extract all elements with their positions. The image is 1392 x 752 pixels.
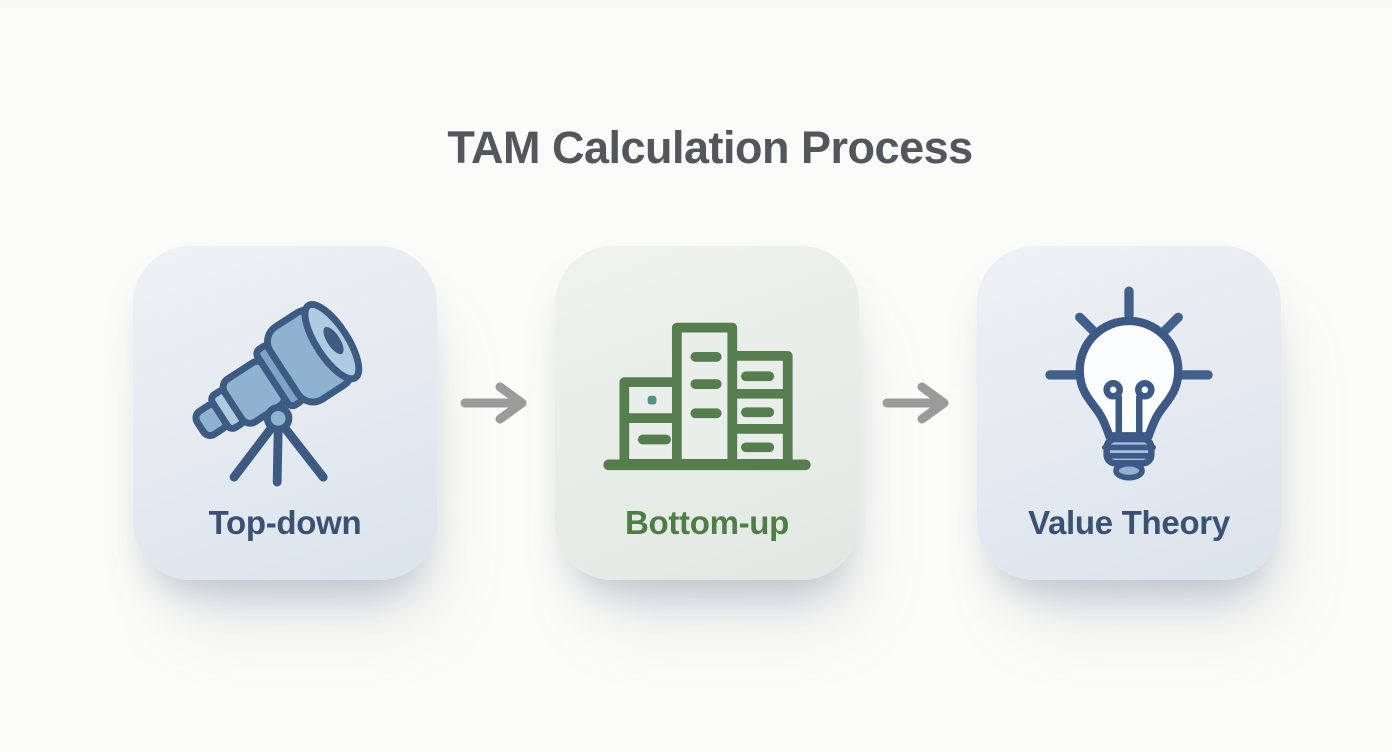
arrow-right-icon [880,377,956,429]
teal-window-dot [647,395,657,405]
card-value-theory: Value Theory [977,246,1281,580]
card-bottom-up: Bottom-up [555,246,859,580]
card-label-value-theory: Value Theory [1028,504,1230,541]
city-buildings-icon [600,280,814,494]
process-row: Top-down [133,246,1281,580]
arrow-right-icon [458,377,534,429]
telescope-icon [187,280,383,494]
lightbulb-icon [1036,280,1222,494]
card-top-down: Top-down [133,246,437,580]
card-label-top-down: Top-down [208,504,362,541]
page-title: TAM Calculation Process [447,122,973,173]
card-label-bottom-up: Bottom-up [624,504,790,541]
